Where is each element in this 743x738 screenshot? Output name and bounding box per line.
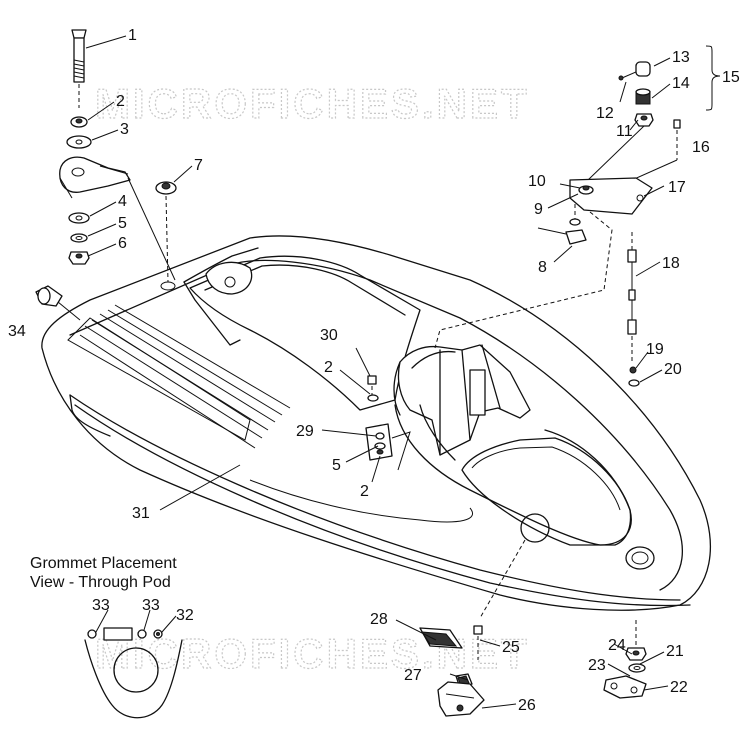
- callout-20: 20: [664, 361, 682, 378]
- callout-34: 34: [8, 323, 26, 340]
- callout-27: 27: [404, 667, 422, 684]
- callout-1: 1: [128, 27, 137, 44]
- screw-25: [473, 625, 483, 660]
- nut-6: [68, 251, 90, 265]
- callout-14: 14: [672, 75, 690, 92]
- callout-31: 31: [132, 505, 150, 522]
- callout-19: 19: [646, 341, 664, 358]
- lockwasher-5: [70, 233, 88, 243]
- callout-8: 8: [538, 259, 547, 276]
- callout-10: 10: [528, 173, 546, 190]
- callout-32: 32: [176, 607, 194, 624]
- callout-16: 16: [692, 139, 710, 156]
- callout-4: 4: [118, 193, 127, 210]
- nut-24: [625, 647, 647, 661]
- knob-13: [618, 61, 651, 81]
- watermark-top: MICROFICHES.NET: [95, 80, 530, 127]
- bracket-29: [365, 423, 411, 471]
- fitting-34: [35, 285, 81, 321]
- callout-9: 9: [534, 201, 543, 218]
- hull-body: [41, 235, 712, 611]
- callout-26: 26: [518, 697, 536, 714]
- callout-30: 30: [320, 327, 338, 344]
- callout-24: 24: [608, 637, 626, 654]
- callout-18: 18: [662, 255, 680, 272]
- clip-8: [537, 227, 587, 245]
- callout-2: 2: [116, 93, 125, 110]
- callout-labels: 1 2 3 4 5 6 7 34 13 14 15 12 11 16 10 17…: [8, 27, 740, 714]
- callout-17: 17: [668, 179, 686, 196]
- callout-7: 7: [194, 157, 203, 174]
- washer-4: [68, 212, 90, 224]
- callout-5: 5: [118, 215, 127, 232]
- callout-11: 11: [616, 123, 633, 140]
- bracket-26: [437, 681, 485, 717]
- decal-28: [419, 627, 463, 649]
- nut-9: [569, 204, 581, 226]
- nut-11: [634, 113, 654, 127]
- callout-15: 15: [722, 69, 740, 86]
- plate-10: [569, 177, 653, 215]
- bolt-1: [71, 29, 87, 108]
- inset-caption-line1: Grommet Placement: [30, 555, 177, 572]
- callout-2c: 2: [360, 483, 369, 500]
- bushing-14: [635, 88, 651, 105]
- mount-bracket: [59, 156, 131, 199]
- callout-6: 6: [118, 235, 127, 252]
- callout-28: 28: [370, 611, 388, 628]
- grommet-inset: [84, 627, 183, 719]
- callout-23: 23: [588, 657, 606, 674]
- nut-2: [70, 116, 88, 128]
- callout-29: 29: [296, 423, 314, 440]
- callout-21: 21: [666, 643, 684, 660]
- callout-2b: 2: [324, 359, 333, 376]
- grommet-7: [155, 181, 177, 291]
- washer-21: [628, 663, 646, 673]
- callout-13: 13: [672, 49, 690, 66]
- callout-33a: 33: [92, 597, 110, 614]
- callout-3: 3: [120, 121, 129, 138]
- bracket-22: [603, 675, 647, 699]
- screw-30: [367, 375, 379, 402]
- callout-12: 12: [596, 105, 614, 122]
- screw-16: [631, 119, 681, 181]
- callout-25: 25: [502, 639, 520, 656]
- inset-caption-line2: View - Through Pod: [30, 574, 171, 591]
- callout-33b: 33: [142, 597, 160, 614]
- callout-22: 22: [670, 679, 688, 696]
- cable-18: [627, 232, 640, 387]
- leader-lines: [85, 35, 721, 709]
- callout-5b: 5: [332, 457, 341, 474]
- washer-3: [66, 135, 92, 149]
